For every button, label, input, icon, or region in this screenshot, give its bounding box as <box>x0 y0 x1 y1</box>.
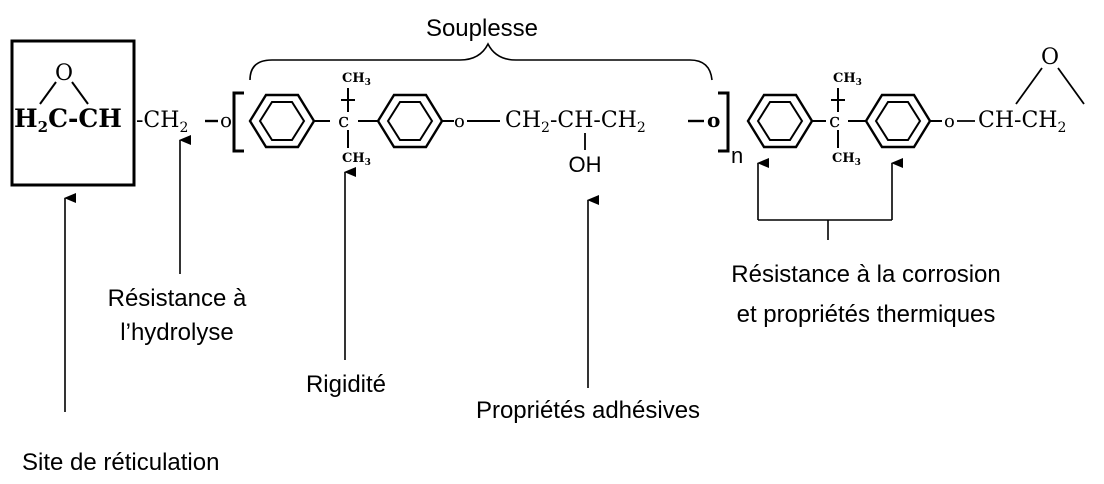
hydrolysis-label-line1: Résistance à <box>108 285 247 312</box>
methyl-bottom-2: CH3 <box>832 151 861 168</box>
epoxide-oxygen-right: O <box>1041 45 1059 70</box>
oxygen-4: o <box>944 111 955 132</box>
repeat-bracket-right <box>718 91 730 153</box>
repeat-bracket-left <box>232 91 244 153</box>
crosslink-site-box <box>10 39 136 187</box>
methyl-top-2: CH3 <box>833 71 862 88</box>
benzene-ring-1 <box>248 93 316 149</box>
corrosion-label-line2: et propriétés thermiques <box>737 301 996 328</box>
epoxide-bond-right-b <box>1057 67 1085 105</box>
hydroxyl-group: OH <box>569 152 602 177</box>
carbon-1: c <box>338 108 349 132</box>
epoxide-group-left: H2C-CH <box>14 104 122 136</box>
benzene-ring-3 <box>746 93 814 149</box>
corrosion-label-line1: Résistance à la corrosion <box>731 261 1000 288</box>
oxygen-3: o <box>707 108 720 132</box>
methyl-top-1: CH3 <box>342 71 371 88</box>
flexibility-curly-brace <box>249 42 713 81</box>
oxygen-2: o <box>454 111 465 132</box>
flexibility-label: Souplesse <box>426 15 538 42</box>
ch2-left: -CH2 <box>136 108 188 136</box>
end-chain: CH-CH2 <box>978 108 1066 136</box>
methyl-bottom-1: CH3 <box>342 151 371 168</box>
repeat-count-n: n <box>731 143 743 168</box>
crosslink-site-label: Site de réticulation <box>22 449 219 476</box>
middle-chain: CH2-CH-CH2 <box>505 108 646 136</box>
benzene-ring-2 <box>376 93 444 149</box>
hydrolysis-label-line2: l’hydrolyse <box>120 319 233 346</box>
carbon-2: c <box>829 108 840 132</box>
epoxide-oxygen-left: O <box>55 61 73 86</box>
epoxide-bond-left-a <box>39 81 57 105</box>
adhesive-label: Propriétés adhésives <box>476 397 700 424</box>
benzene-ring-4 <box>864 93 932 149</box>
epoxide-bond-right-a <box>1015 67 1043 105</box>
oxygen-1: o <box>220 108 232 132</box>
epoxide-bond-left-b <box>71 81 89 105</box>
rigidity-label: Rigidité <box>306 371 386 398</box>
